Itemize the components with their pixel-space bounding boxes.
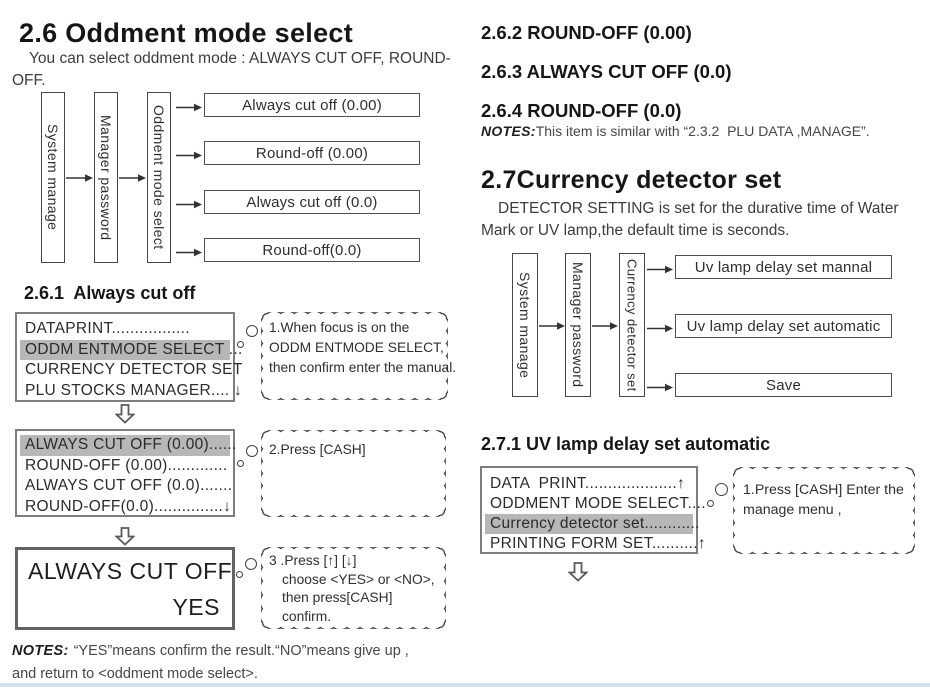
section-2-6-intro-line1: You can select oddment mode : ALWAYS CUT…	[29, 50, 451, 67]
flow-option-always-cut-off-00: Always cut off (0.0)	[204, 190, 420, 214]
screen-line: PLU STOCKS MANAGER.... ↓	[25, 381, 243, 399]
callout-line: choose <YES> or <NO>,	[282, 571, 435, 587]
notes-text: “YES”means confirm the result.“NO”means …	[73, 643, 409, 659]
flow-option-round-off-00: Round-off(0.0)	[204, 238, 420, 262]
right-arrow-icon	[647, 321, 673, 339]
callout-line: 1.When focus is on the	[269, 320, 410, 335]
notes-2-6-4: NOTES:This item is similar with “2.3.2 P…	[481, 122, 870, 140]
screen-line: CURRENCY DETECTOR SET	[25, 361, 243, 378]
callout-line: 1.Press [CASH] Enter the	[743, 482, 904, 498]
down-arrow-icon	[114, 527, 136, 551]
flow-option-round-off-000: Round-off (0.00)	[204, 141, 420, 165]
screen-line-highlighted: Currency detector set............	[485, 514, 699, 534]
screen-confirm-mode: ALWAYS CUT OFF	[28, 558, 233, 584]
flow-step-label: Manager password	[98, 114, 114, 241]
flow-step-manager-password: Manager password	[94, 92, 118, 263]
flow-option-save: Save	[675, 373, 892, 397]
thought-bubble-circle	[715, 483, 728, 496]
screen-confirm-yes: YES	[172, 594, 220, 620]
right-arrow-icon	[647, 380, 673, 398]
thought-bubble-circle	[707, 500, 714, 507]
right-arrow-icon	[66, 171, 93, 189]
flow-step-label: System manage	[45, 124, 61, 231]
right-arrow-icon	[539, 319, 565, 337]
right-arrow-icon	[647, 262, 673, 280]
lcd-screen-manage-menu-2: DATA PRINT....................↑ ODDMENT …	[480, 466, 706, 554]
screen-line: PRINTING FORM SET..........↑	[490, 535, 706, 552]
callout-line: manage menu ,	[743, 502, 842, 518]
notes-label: NOTES:	[12, 643, 69, 659]
thought-bubble-circle	[237, 341, 244, 348]
thought-bubble-circle	[237, 460, 244, 467]
screen-line: ROUND-OFF(0.0)...............↓	[25, 497, 232, 515]
page-bottom-rule	[0, 683, 930, 687]
lcd-screen-manage-menu: DATAPRINT................. ODDM ENTMODE …	[15, 312, 243, 402]
right-arrow-icon	[119, 171, 146, 189]
flow-step-label: Oddment mode select	[151, 105, 167, 250]
screen-line: DATAPRINT.................	[25, 320, 190, 337]
screen-line-highlighted: ODDM ENTMODE SELECT ...	[20, 339, 242, 360]
right-arrow-icon	[176, 100, 202, 118]
flow-step-system-manage: System manage	[41, 92, 65, 263]
flow-step-manager-password: Manager password	[565, 253, 591, 397]
thought-bubble-circle	[236, 571, 243, 578]
section-2-6-title: 2.6 Oddment mode select	[19, 18, 353, 48]
down-arrow-icon	[567, 562, 589, 587]
flow-step-oddment-mode-select: Oddment mode select	[147, 92, 171, 263]
callout-line: then confirm enter the manual.	[269, 360, 457, 375]
right-arrow-icon	[592, 319, 618, 337]
right-arrow-icon	[176, 245, 202, 263]
notes-label: NOTES:	[481, 123, 536, 139]
screen-line: ALWAYS CUT OFF (0.0).......	[25, 477, 233, 494]
section-2-7-intro-line2: Mark or UV lamp,the default time is seco…	[481, 222, 790, 239]
callout-line: ODDM ENTMODE SELECT,	[269, 340, 444, 355]
section-2-6-4-heading: 2.6.4 ROUND-OFF (0.0)	[481, 100, 682, 121]
flow-step-system-manage: System manage	[512, 253, 538, 397]
flow-step-label: Currency detector set	[624, 258, 640, 392]
notes-2-6-1: NOTES:“YES”means confirm the result.“NO”…	[12, 639, 409, 663]
notes-text: This item is similar with “2.3.2 PLU DAT…	[535, 123, 870, 139]
section-2-7-1-heading: 2.7.1 UV lamp delay set automatic	[481, 434, 771, 454]
callout-bubble-press-cash: 1.Press [CASH] Enter the manage menu ,	[733, 467, 915, 554]
section-2-7-title: 2.7Currency detector set	[481, 166, 782, 194]
screen-line: DATA PRINT....................↑	[490, 475, 686, 492]
thought-bubble-circle	[246, 325, 258, 337]
callout-bubble-step1: 1.When focus is on the ODDM ENTMODE SELE…	[261, 312, 457, 400]
lcd-screen-confirm: ALWAYS CUT OFF YES	[15, 547, 235, 630]
section-2-6-intro-line2: OFF.	[12, 72, 46, 89]
flow-option-uv-lamp-automatic: Uv lamp delay set automatic	[675, 314, 892, 338]
screen-line: ODDMENT MODE SELECT....	[490, 495, 706, 512]
screen-line: ROUND-OFF (0.00).............	[25, 456, 228, 474]
callout-bubble-step3: 3 .Press [↑] [↓] choose <YES> or <NO>, t…	[261, 547, 446, 629]
notes-2-6-1-line2: and return to <oddment mode select>.	[12, 666, 258, 682]
flow-step-currency-detector-set: Currency detector set	[619, 253, 645, 397]
thought-bubble-circle	[246, 445, 258, 457]
flow-option-uv-lamp-manual: Uv lamp delay set mannal	[675, 255, 892, 279]
callout-line: confirm.	[282, 608, 332, 624]
section-2-6-1-heading: 2.6.1 Always cut off	[24, 283, 196, 303]
flow-option-always-cut-off-000: Always cut off (0.00)	[204, 93, 420, 117]
lcd-screen-oddment-options: ALWAYS CUT OFF (0.00)...... ROUND-OFF (0…	[15, 429, 236, 517]
screen-line-highlighted: ALWAYS CUT OFF (0.00)......	[20, 435, 236, 456]
right-arrow-icon	[176, 197, 202, 215]
section-2-6-3-heading: 2.6.3 ALWAYS CUT OFF (0.0)	[481, 61, 732, 82]
down-arrow-icon	[114, 404, 136, 429]
thought-bubble-circle	[245, 558, 257, 570]
right-arrow-icon	[176, 148, 202, 166]
callout-bubble-step2: 2.Press [CASH]	[261, 430, 446, 517]
callout-line: then press[CASH]	[282, 590, 393, 605]
callout-line: 3 .Press [↑] [↓]	[269, 553, 357, 568]
section-2-6-2-heading: 2.6.2 ROUND-OFF (0.00)	[481, 22, 692, 43]
section-2-7-intro-line1: DETECTOR SETTING is set for the durative…	[498, 200, 899, 217]
flow-step-label: Manager password	[570, 262, 586, 388]
flow-step-label: System manage	[517, 271, 533, 379]
callout-line: 2.Press [CASH]	[269, 442, 366, 457]
